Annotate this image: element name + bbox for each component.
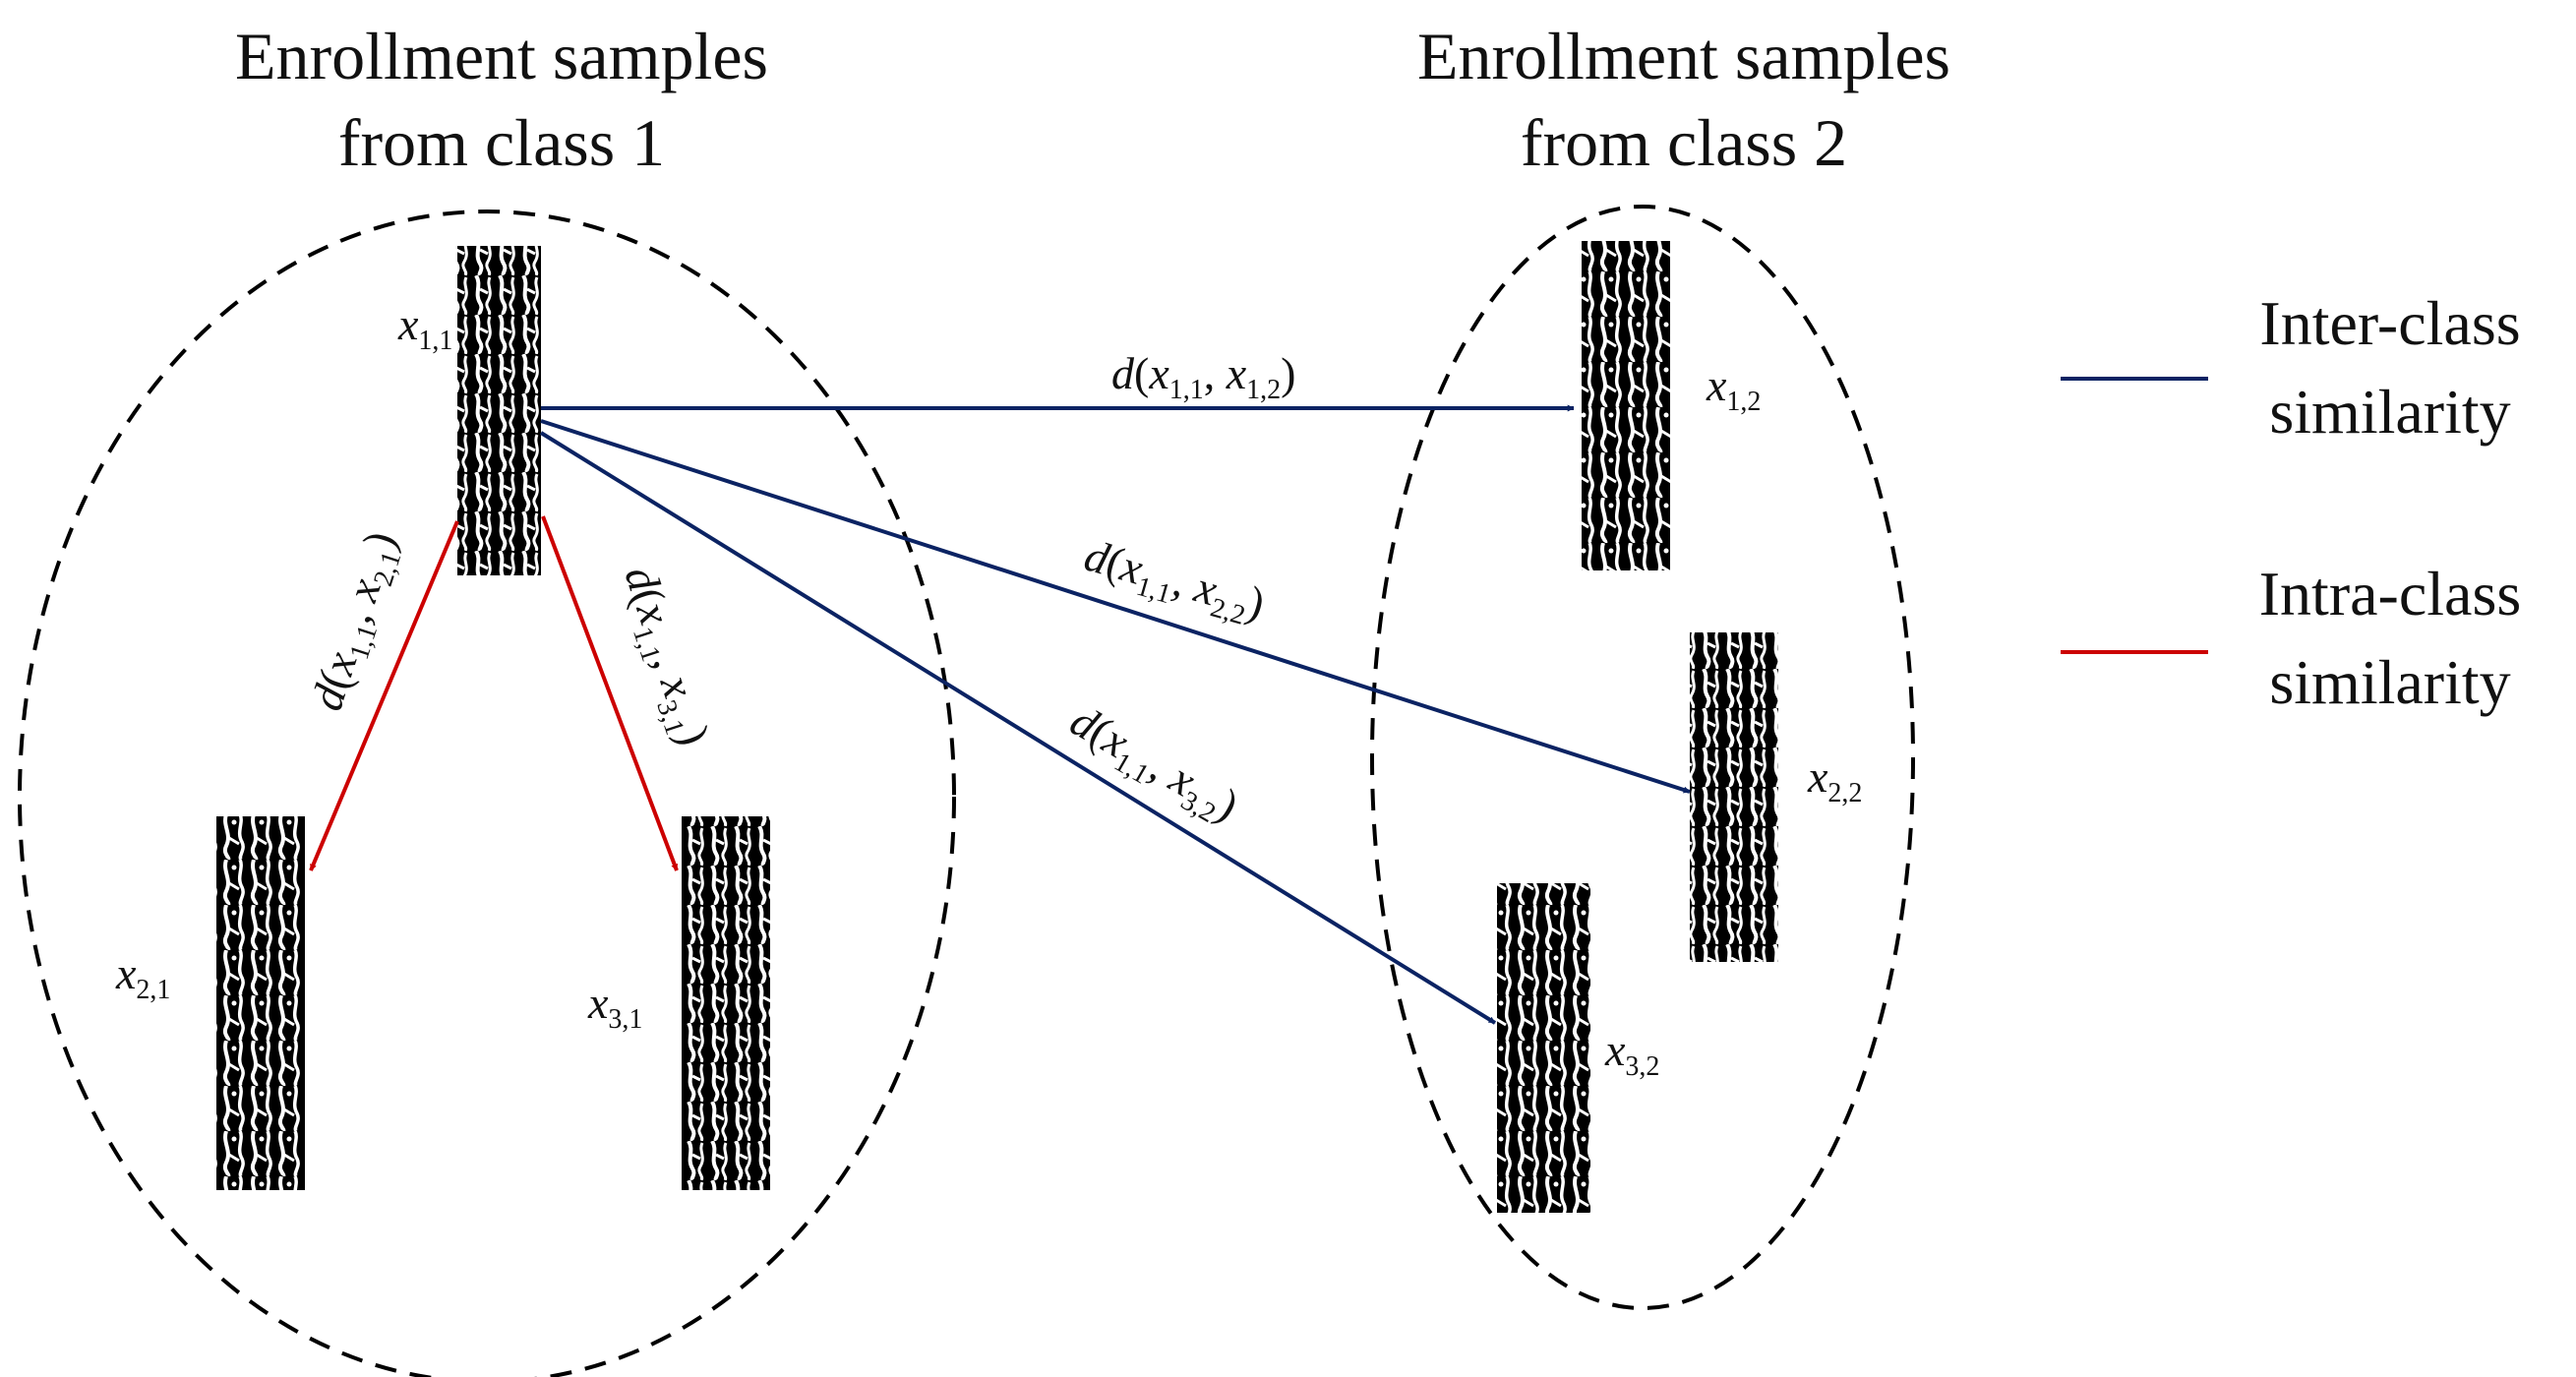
label-d-x11-x31: d(x1,1, x3,1) <box>609 560 720 752</box>
label-d-x11-x12: d(x1,1, x1,2) <box>1111 348 1296 405</box>
class1-title-line1: Enrollment samples <box>235 19 768 93</box>
label-x32: x3,2 <box>1604 1025 1659 1082</box>
class1-boundary <box>18 210 956 1377</box>
arrow-intra-x11-x21 <box>309 520 459 871</box>
sample-image-x31 <box>682 816 770 1190</box>
label-x22: x2,2 <box>1807 751 1862 808</box>
sample-image-x32 <box>1497 883 1590 1213</box>
label-d-x11-x32: d(x1,1, x3,2) <box>1059 694 1247 836</box>
label-d-x11-x22: d(x1,1, x2,2) <box>1077 530 1270 635</box>
class2-title-line1: Enrollment samples <box>1417 19 1950 93</box>
class2-title-line2: from class 2 <box>1521 105 1847 180</box>
arrow-inter-x11-x22 <box>540 419 1691 794</box>
legend-intra-line2: similarity <box>2269 647 2510 717</box>
legend-inter-line1: Inter-class <box>2259 288 2520 358</box>
class1-title-line2: from class 1 <box>338 105 665 180</box>
label-x12: x1,2 <box>1706 360 1761 417</box>
label-x11: x1,1 <box>397 299 452 356</box>
legend-intra-line1: Intra-class <box>2259 559 2522 629</box>
label-x31: x3,1 <box>587 978 642 1035</box>
sample-image-x11 <box>457 246 541 575</box>
label-x21: x2,1 <box>115 948 170 1005</box>
label-d-x11-x21: d(x1,1, x2,1) <box>301 525 412 718</box>
class2-boundary <box>1370 205 1915 1310</box>
arrow-inter-x11-x32 <box>539 431 1497 1025</box>
sample-image-x22 <box>1690 632 1778 962</box>
legend-inter-line2: similarity <box>2269 377 2510 447</box>
sample-image-x21 <box>216 816 305 1190</box>
arrow-intra-x11-x31 <box>541 515 679 871</box>
sample-image-x12 <box>1582 241 1670 570</box>
